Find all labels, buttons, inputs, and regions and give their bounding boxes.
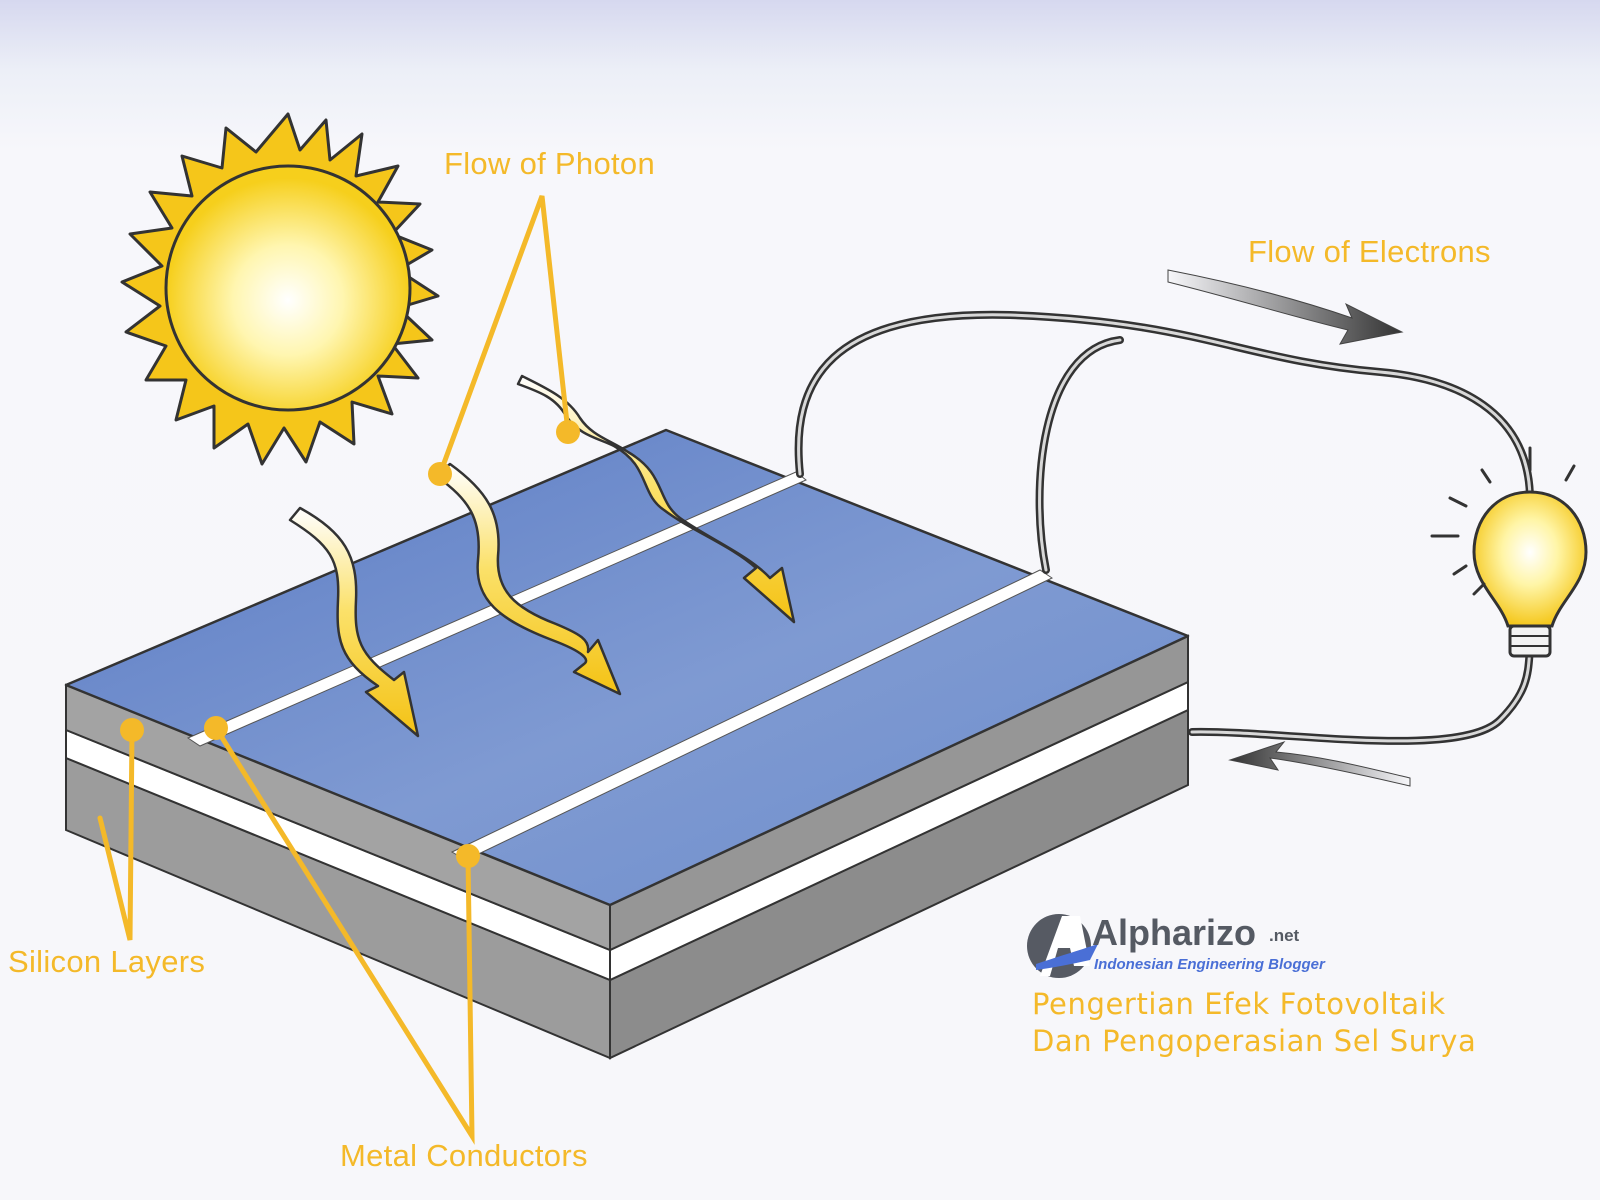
- ray: [1448, 496, 1468, 508]
- brand-name: Alpharizo: [1092, 912, 1257, 953]
- ray: [1472, 582, 1486, 596]
- callout-photon: [437, 195, 571, 477]
- panel-top-surface: [64, 428, 1190, 907]
- solar-panel: [64, 428, 1190, 1060]
- callout-lines: [97, 195, 571, 1145]
- flow-of-photon-label: Flow of Photon: [444, 146, 655, 181]
- circuit-wires-highlight: [797, 313, 1532, 743]
- wire-inner-highlight: [1038, 338, 1122, 572]
- caption-line-1: Pengertian Efek Fotovoltaik: [1032, 987, 1446, 1021]
- flow-of-electrons-label: Flow of Electrons: [1248, 234, 1491, 269]
- metal-conductors-label: Metal Conductors: [340, 1138, 588, 1173]
- silicon-layers-label: Silicon Layers: [8, 944, 206, 979]
- callout-dot: [456, 844, 480, 868]
- bulb-base: [1508, 624, 1552, 658]
- photon-arrow-2: [434, 462, 622, 696]
- callout-dot: [120, 718, 144, 742]
- alpharizo-logo-icon: [1027, 914, 1098, 978]
- electron-flow-arrows: [1167, 269, 1411, 787]
- callout-dot: [428, 462, 452, 486]
- ray: [1452, 564, 1468, 576]
- caption-line-2: Dan Pengoperasian Sel Surya: [1032, 1024, 1477, 1058]
- brand-tld: .net: [1269, 926, 1300, 945]
- callout-dot: [556, 420, 580, 444]
- bulb-glass: [1472, 490, 1588, 628]
- electron-arrow-bottom: [1228, 740, 1411, 787]
- brand-block: Alpharizo .net Indonesian Engineering Bl…: [1024, 912, 1344, 984]
- sun-icon: [120, 112, 440, 466]
- ray: [1564, 464, 1576, 482]
- sun-core: [164, 164, 412, 412]
- wire-outer: [794, 310, 1534, 504]
- ray: [1480, 468, 1492, 484]
- electron-arrow-top: [1167, 269, 1404, 345]
- light-bulb-icon: [1430, 446, 1588, 658]
- callout-dots: [120, 420, 580, 868]
- bulb-rays: [1430, 446, 1576, 596]
- logo-swoosh: [1036, 944, 1098, 970]
- photon-arrows: [288, 374, 796, 738]
- callout-dot: [204, 716, 228, 740]
- photon-arrow-3: [516, 374, 796, 624]
- wire-outer-highlight: [797, 313, 1532, 502]
- callout-silicon: [97, 727, 135, 941]
- caption: Pengertian Efek Fotovoltaik Dan Pengoper…: [1032, 986, 1476, 1060]
- callout-metal: [213, 725, 475, 1145]
- wire-return-highlight: [1190, 646, 1532, 743]
- wire-inner: [1035, 336, 1124, 574]
- brand-tagline: Indonesian Engineering Blogger: [1094, 956, 1325, 973]
- wire-return: [1188, 644, 1534, 745]
- photon-arrow-1: [288, 506, 420, 738]
